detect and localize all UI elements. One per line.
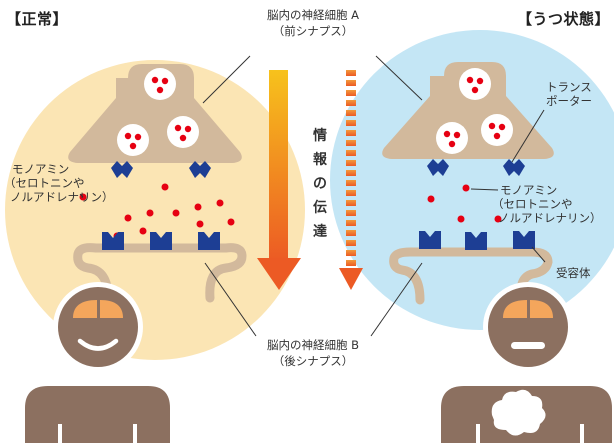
normal-background-circle [5, 60, 305, 360]
brain-icon [503, 300, 527, 318]
transporter-label-1: トランス [546, 80, 592, 94]
presynaptic-neuron-a [68, 64, 242, 163]
person-head [58, 287, 138, 367]
monoamine-label-left: モノアミン [12, 162, 70, 176]
synaptic-vesicle [117, 124, 149, 156]
smile-mouth [77, 338, 119, 351]
presynaptic-subtitle: （前シナプス） [272, 24, 354, 38]
depression-state-label: 【うつ状態】 [516, 10, 610, 28]
gloomy-cloud-icon [491, 389, 546, 436]
synaptic-vesicle [167, 116, 199, 148]
information-transmission-label: 情 報 の 伝 達 [313, 128, 327, 240]
transporter-label-2: ポーター [546, 94, 592, 108]
synaptic-vesicle [459, 68, 491, 100]
flat-mouth [511, 342, 545, 349]
normal-state-label: 【正常】 [6, 10, 69, 28]
monoamine-molecules [79, 183, 235, 240]
monoamine-examples-right-1: （セロトニンや [492, 197, 573, 211]
brain-icon [73, 300, 97, 318]
depression-panel [330, 30, 614, 443]
synaptic-vesicle [144, 68, 176, 100]
brain-icon [530, 300, 553, 318]
synaptic-vesicle [436, 122, 468, 154]
person-body [25, 386, 170, 443]
monoamine-molecules [427, 184, 502, 223]
synaptic-vesicle [481, 114, 513, 146]
transmission-arrow-solid [257, 70, 301, 290]
postsynaptic-title: 脳内の神経細胞 B [266, 338, 360, 352]
postsynaptic-subtitle: （後シナプス） [272, 354, 354, 368]
leader-lines [79, 55, 546, 337]
transmission-arrow-dashed [339, 70, 363, 290]
monoamine-examples-right-2: ノルアドレナリン） [498, 211, 602, 225]
monoamine-examples-left-1: （セロトニンや [4, 176, 85, 190]
person-head [488, 287, 568, 367]
presynaptic-title: 脳内の神経細胞 A [266, 8, 360, 22]
monoamine-examples-left-2: ノルアドレナリン） [10, 190, 114, 204]
brain-icon [100, 300, 123, 318]
receptor-label: 受容体 [556, 266, 591, 280]
postsynaptic-neuron-b [389, 247, 553, 305]
monoamine-label-right: モノアミン [500, 183, 558, 197]
normal-panel [5, 60, 305, 443]
